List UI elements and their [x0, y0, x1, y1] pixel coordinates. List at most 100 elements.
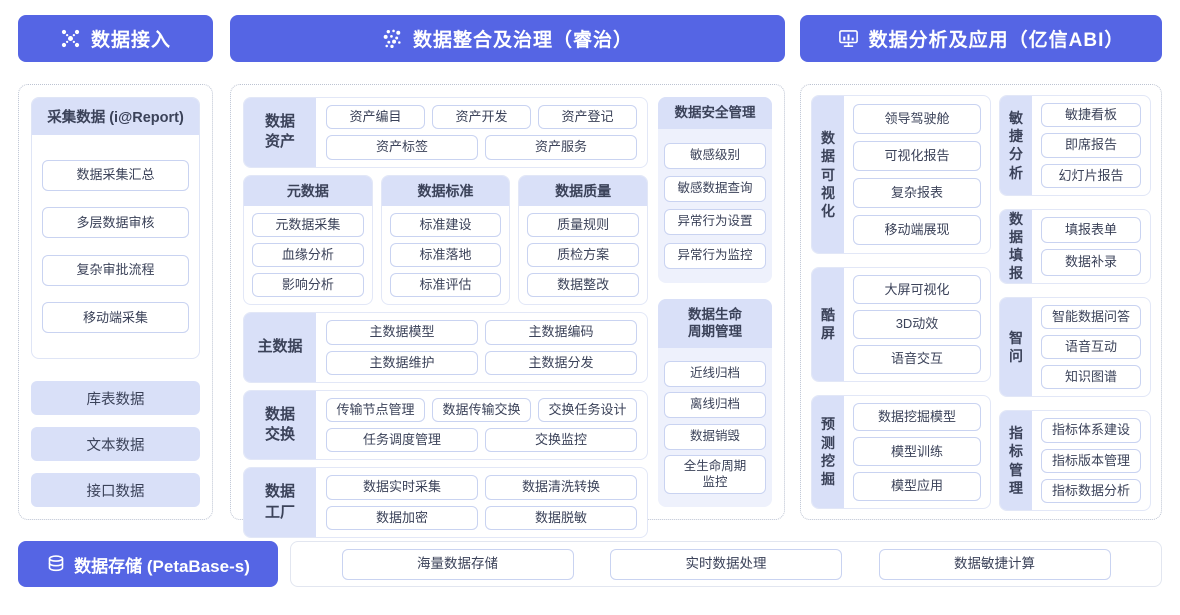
- item-button: 任务调度管理: [326, 428, 478, 453]
- data-access-panel: 采集数据 (i@Report) 数据采集汇总多层数据审核复杂审批流程移动端采集 …: [18, 84, 213, 520]
- data-exchange-label: 数据 交换: [244, 390, 316, 460]
- data-security-items: 敏感级别敏感数据查询异常行为设置异常行为监控: [658, 129, 772, 283]
- analysis-right-column: 敏 捷 分 析 敏捷看板即席报告幻灯片报告 数 据 填 报 填报表单数据补录 智…: [999, 95, 1151, 511]
- item-button: 主数据编码: [485, 320, 637, 345]
- data-lifecycle-title: 数据生命 周期管理: [658, 298, 772, 348]
- item-button: 交换任务设计: [538, 397, 637, 422]
- item-button: 库表数据: [31, 381, 200, 415]
- predictive-mining-section: 预 测 挖 掘 数据挖掘模型模型训练模型应用: [811, 394, 991, 510]
- item-button: 元数据采集: [252, 212, 364, 237]
- item-button: 主数据维护: [326, 350, 478, 375]
- governance-content: 数据 资产 资产编目资产开发资产登记资产标签资产服务 元数据 元数据采集血缘分析…: [231, 85, 784, 538]
- item-button: 异常行为设置: [664, 209, 766, 236]
- item-button: 领导驾驶舱: [853, 104, 981, 135]
- data-storage-bar: 数据存储 (PetaBase-s): [18, 541, 278, 587]
- item-button: 资产编目: [326, 105, 425, 130]
- data-factory-label: 数据 工厂: [244, 468, 316, 537]
- item-button: 交换监控: [485, 428, 637, 453]
- cool-screen-label: 酷 屏: [812, 268, 844, 381]
- indicator-management-label: 指 标 管 理: [1000, 411, 1032, 510]
- dots-grid-icon: [382, 28, 403, 49]
- item-button: 资产标签: [326, 135, 478, 160]
- data-quality-section: 数据质量 质量规则质检方案数据整改: [518, 174, 649, 306]
- item-button: 文本数据: [31, 427, 200, 461]
- item-button: 幻灯片报告: [1041, 163, 1141, 188]
- data-lifecycle-section: 数据生命 周期管理 近线归档离线归档数据销毁全生命周期 监控: [658, 298, 772, 507]
- item-button: 数据整改: [527, 273, 640, 298]
- data-lifecycle-items: 近线归档离线归档数据销毁全生命周期 监控: [658, 348, 772, 507]
- button-row: 传输节点管理数据传输交换交换任务设计: [326, 397, 637, 422]
- item-button: 复杂报表: [853, 178, 981, 209]
- data-exchange-section: 数据 交换 传输节点管理数据传输交换交换任务设计任务调度管理交换监控: [243, 389, 648, 461]
- item-button: 血缘分析: [252, 242, 364, 267]
- item-button: 敏感数据查询: [664, 176, 766, 203]
- data-standard-title: 数据标准: [381, 175, 510, 206]
- data-security-title: 数据安全管理: [658, 97, 772, 129]
- predictive-mining-label: 预 测 挖 掘: [812, 395, 844, 509]
- data-reporting-section: 数 据 填 报 填报表单数据补录: [999, 208, 1151, 284]
- item-button: 复杂审批流程: [42, 254, 189, 286]
- item-button: 多层数据审核: [42, 207, 189, 239]
- data-access-content: 采集数据 (i@Report) 数据采集汇总多层数据审核复杂审批流程移动端采集 …: [19, 85, 212, 519]
- agile-analysis-label: 敏 捷 分 析: [1000, 96, 1032, 195]
- item-button: 全生命周期 监控: [664, 455, 766, 495]
- storage-title: 数据存储 (PetaBase-s): [74, 556, 250, 576]
- header-title: 数据分析及应用（亿信ABI）: [868, 30, 1125, 51]
- header-governance: 数据整合及治理（睿治）: [230, 15, 785, 62]
- cool-screen-section: 酷 屏 大屏可视化 3D动效语音交互: [811, 267, 991, 382]
- data-security-section: 数据安全管理 敏感级别敏感数据查询异常行为设置异常行为监控: [658, 97, 772, 283]
- smart-qa-items: 智能数据问答语音互动知识图谱: [1032, 298, 1150, 397]
- item-button: 影响分析: [252, 273, 364, 298]
- item-button: 3D动效: [853, 310, 981, 339]
- item-button: 语音交互: [853, 344, 981, 374]
- item-button: 接口数据: [31, 473, 200, 507]
- item-button: 主数据分发: [485, 350, 637, 375]
- data-reporting-label: 数 据 填 报: [1000, 209, 1032, 283]
- data-standard-items: 标准建设标准落地标准评估: [382, 206, 510, 305]
- compute-capability-row: 海量数据存储实时数据处理数据敏捷计算: [290, 541, 1162, 587]
- item-button: 指标版本管理: [1041, 448, 1141, 473]
- item-button: 数据采集汇总: [42, 159, 189, 191]
- data-quality-items: 质量规则质检方案数据整改: [519, 206, 647, 305]
- data-asset-section: 数据 资产 资产编目资产开发资产登记资产标签资产服务: [243, 97, 648, 168]
- item-button: 传输节点管理: [326, 397, 425, 422]
- indicator-management-items: 指标体系建设指标版本管理指标数据分析: [1032, 411, 1150, 510]
- metadata-section: 元数据 元数据采集血缘分析影响分析: [243, 174, 373, 306]
- item-button: 标准建设: [389, 212, 502, 237]
- item-button: 大屏可视化: [853, 275, 981, 305]
- item-button: 主数据模型: [326, 320, 478, 345]
- item-button: 智能数据问答: [1041, 304, 1141, 329]
- item-button: 模型应用: [853, 472, 981, 501]
- item-button: 数据销毁: [664, 423, 766, 450]
- item-button: 移动端展现: [853, 215, 981, 246]
- item-button: 质检方案: [527, 242, 640, 267]
- header-title: 数据接入: [90, 30, 171, 51]
- agile-analysis-section: 敏 捷 分 析 敏捷看板即席报告幻灯片报告: [999, 95, 1151, 196]
- item-button: 敏捷看板: [1041, 103, 1141, 128]
- item-button: 数据加密: [326, 505, 478, 530]
- data-factory-section: 数据 工厂 数据实时采集数据清洗转换数据加密数据脱敏: [243, 467, 648, 538]
- database-icon: [46, 554, 66, 574]
- agile-analysis-items: 敏捷看板即席报告幻灯片报告: [1032, 96, 1150, 195]
- master-data-section: 主数据 主数据模型主数据编码主数据维护主数据分发: [243, 312, 648, 383]
- visualization-label: 数 据 可 视 化: [812, 96, 844, 254]
- item-button: 语音互动: [1041, 334, 1141, 359]
- visualization-section: 数 据 可 视 化 领导驾驶舱可视化报告复杂报表移动端展现: [811, 95, 991, 255]
- item-button: 指标体系建设: [1041, 418, 1141, 443]
- item-button: 实时数据处理: [610, 548, 842, 580]
- indicator-management-section: 指 标 管 理 指标体系建设指标版本管理指标数据分析: [999, 410, 1151, 511]
- visualization-items: 领导驾驶舱可视化报告复杂报表移动端展现: [844, 96, 990, 253]
- item-button: 异常行为监控: [664, 242, 766, 269]
- header-title: 数据整合及治理（睿治）: [412, 30, 633, 51]
- data-asset-items: 资产编目资产开发资产登记资产标签资产服务: [316, 98, 647, 167]
- item-button: 资产登记: [538, 105, 637, 130]
- item-button: 质量规则: [527, 212, 640, 237]
- item-button: 模型训练: [853, 437, 981, 467]
- metadata-standard-quality-row: 元数据 元数据采集血缘分析影响分析 数据标准 标准建设标准落地标准评估 数据质量…: [243, 174, 649, 306]
- master-data-label: 主数据: [244, 313, 316, 382]
- predictive-mining-items: 数据挖掘模型模型训练模型应用: [844, 396, 990, 508]
- item-button: 移动端采集: [42, 302, 189, 334]
